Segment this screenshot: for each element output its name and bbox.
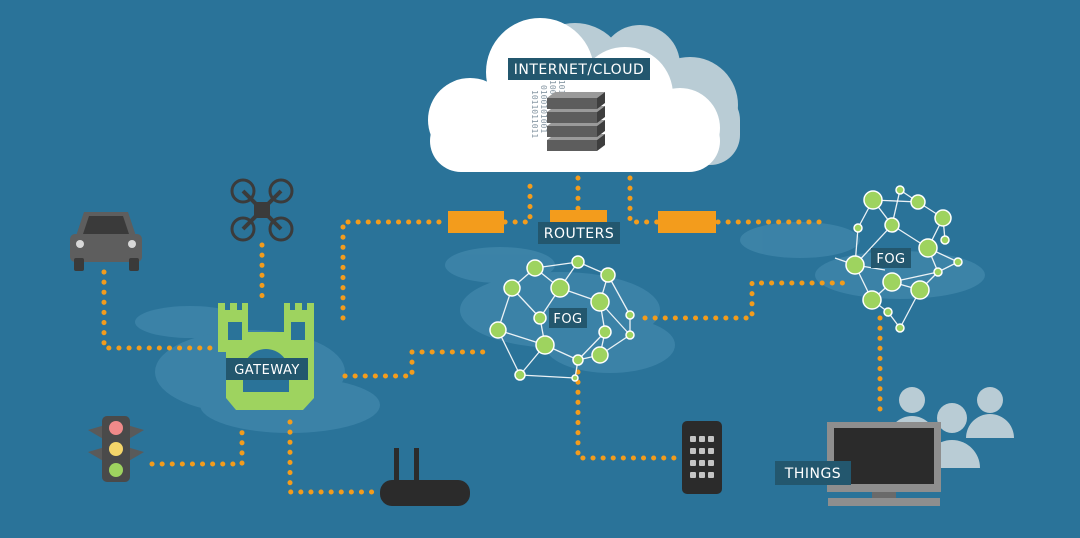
traffic-light-icon (88, 416, 144, 482)
label-internet-cloud: INTERNET/CLOUD (508, 58, 650, 80)
fog-label: FOG (876, 252, 905, 267)
label-gateway: GATEWAY (226, 358, 308, 380)
router-icon (550, 210, 607, 222)
link-car-gateway (101, 269, 218, 351)
router-icon (658, 211, 716, 233)
fog-network-icon (489, 255, 635, 382)
routers-label: ROUTERS (544, 226, 615, 242)
label-fog-right: FOG (871, 248, 911, 268)
connection-paths (101, 175, 883, 495)
link-router-left-cloud (502, 175, 533, 225)
link-traffic-gateway (149, 427, 245, 467)
binary-column: 0100101001 (539, 85, 548, 133)
link-router-right-cloud (627, 175, 661, 225)
cloud-icon: 1011011011 0100101001 1001100011 0101010… (428, 18, 740, 172)
castle-gateway-icon (218, 303, 314, 410)
wifi-router-icon (380, 448, 470, 506)
label-fog-center: FOG (549, 308, 587, 328)
server-stack-icon (547, 92, 605, 151)
router-icons (448, 210, 716, 233)
drone-icon (230, 178, 294, 242)
label-things: THINGS (775, 461, 851, 485)
label-routers: ROUTERS (538, 222, 620, 244)
car-icon (70, 212, 142, 271)
link-gateway-fog (342, 349, 495, 379)
link-gateway-router-left (340, 219, 451, 321)
link-fog-phone (575, 369, 678, 461)
smartphone-icon (682, 421, 722, 494)
fog-label: FOG (553, 312, 582, 327)
fog-network-icon (834, 185, 963, 333)
gateway-label: GATEWAY (234, 363, 300, 378)
things-label: THINGS (784, 466, 841, 482)
link-gateway-wifi (287, 419, 378, 495)
cloud-label: INTERNET/CLOUD (514, 62, 644, 78)
link-fogs (642, 280, 848, 321)
binary-column: 1011011011 (530, 90, 539, 138)
router-icon (448, 211, 504, 233)
